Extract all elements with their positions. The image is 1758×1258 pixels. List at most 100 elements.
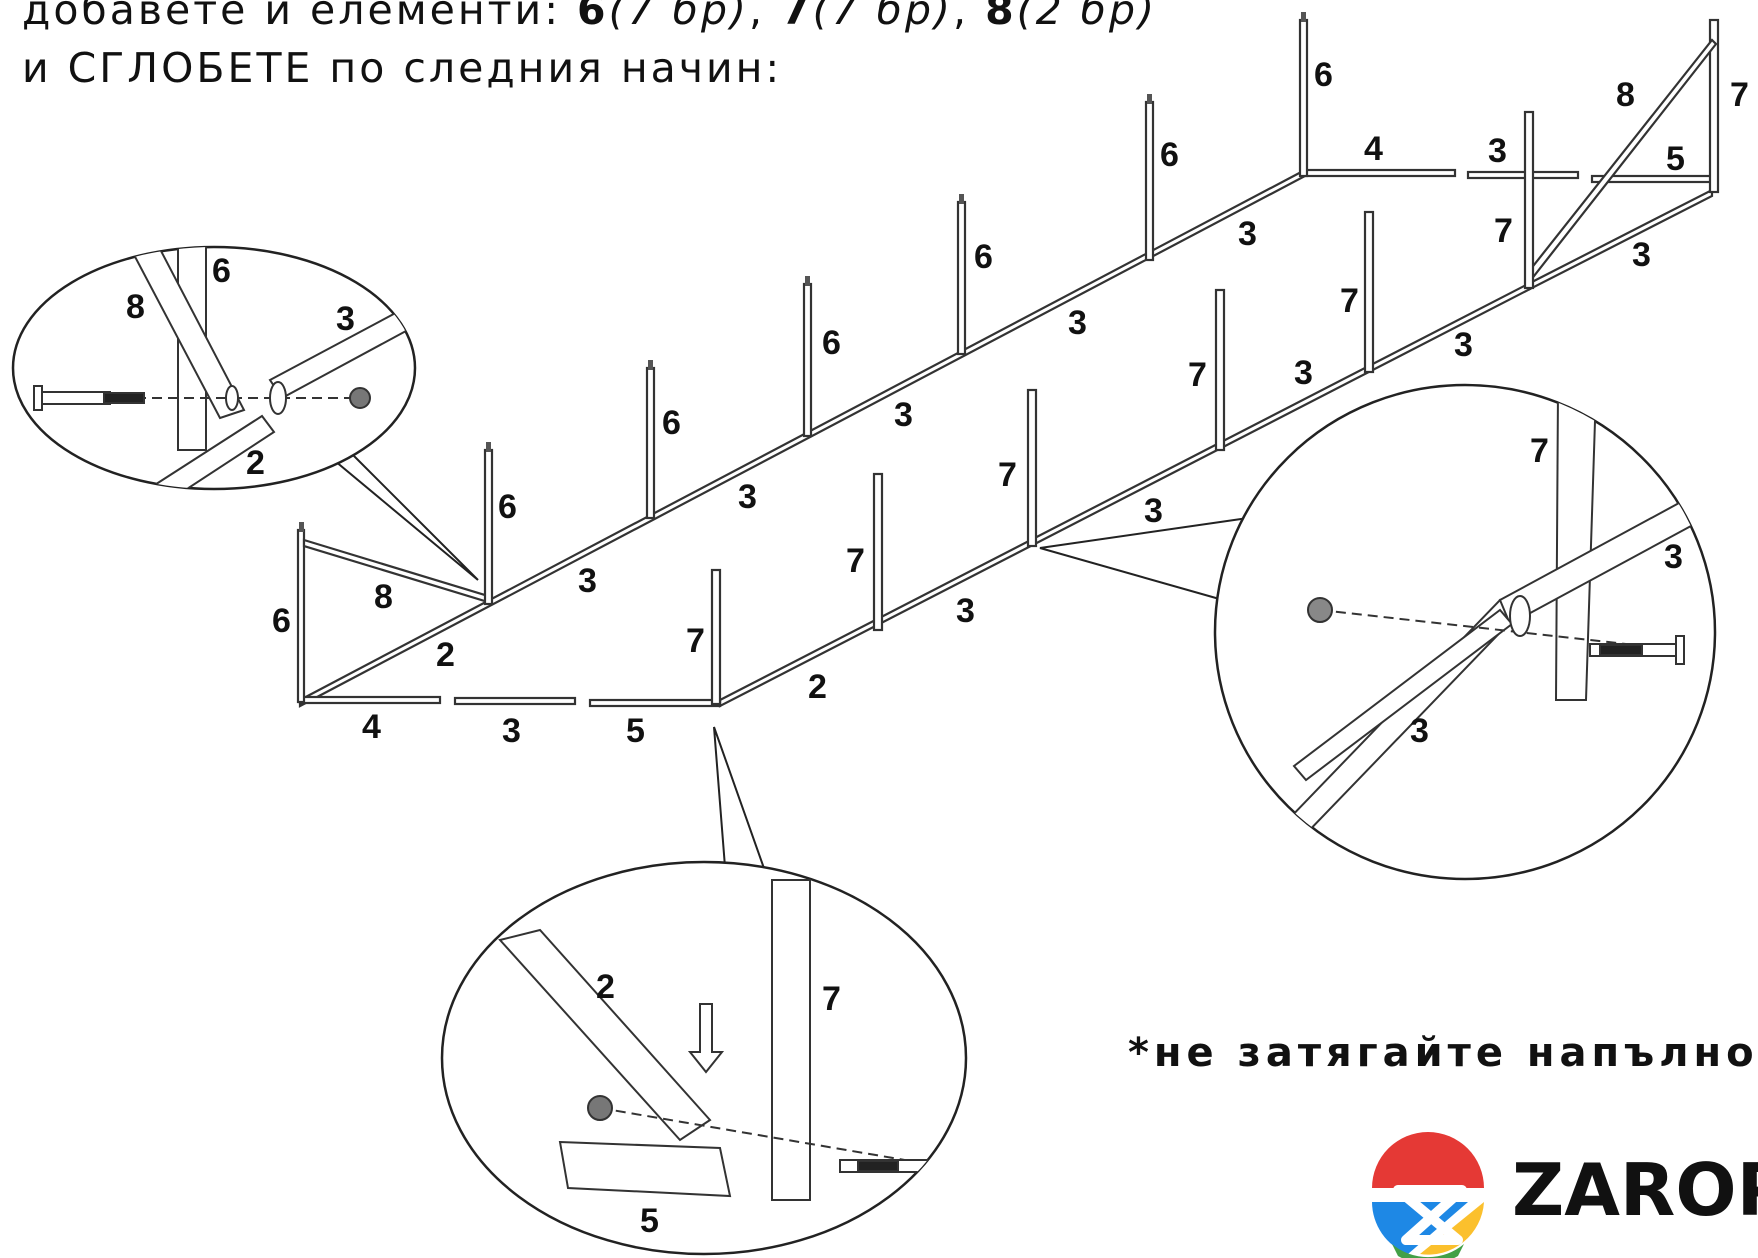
part-label: 5 — [640, 1202, 659, 1240]
part-8-ref: 8 — [985, 0, 1017, 34]
uprights-6 — [483, 18, 1309, 606]
brand-name: ZAROPC — [1512, 1148, 1758, 1232]
upright-7 — [1026, 388, 1038, 548]
upright-7 — [1523, 110, 1535, 290]
brace-8-left — [302, 538, 490, 604]
brand-logo-icon — [1372, 1132, 1484, 1258]
part-label: 5 — [626, 712, 645, 750]
part-label: 3 — [1454, 326, 1473, 364]
part-label: 2 — [808, 668, 827, 706]
separator: , — [749, 0, 782, 34]
washer — [225, 385, 239, 411]
part-label: 7 — [1730, 76, 1749, 114]
part-label: 6 — [212, 252, 231, 290]
detail-tube-2 — [148, 414, 276, 489]
part-label: 7 — [1494, 212, 1513, 250]
part-label: 7 — [1340, 282, 1359, 320]
upright-6 — [956, 200, 967, 356]
detail-upright-7 — [771, 879, 811, 1201]
part-label: 7 — [1530, 432, 1549, 470]
bolt-head — [1675, 635, 1685, 665]
part-label: 7 — [822, 980, 841, 1018]
part-label: 8 — [374, 578, 393, 616]
part-label: 2 — [436, 636, 455, 674]
tube-3-right — [1466, 170, 1580, 180]
part-label: 6 — [498, 488, 517, 526]
upright-6 — [483, 448, 494, 606]
upright-left-6 — [296, 528, 306, 704]
separator: , — [953, 0, 986, 34]
part-label: 7 — [686, 622, 705, 660]
tube-3-left — [453, 696, 577, 706]
upright-6 — [1298, 18, 1309, 178]
tightening-note: *не затягайте напълно — [1128, 1030, 1758, 1076]
part-label: 3 — [738, 478, 757, 516]
tube-4-right — [1303, 168, 1457, 178]
part-8-count: (2 бр) — [1016, 0, 1158, 34]
part-label: 3 — [1488, 132, 1507, 170]
part-label: 7 — [846, 542, 865, 580]
part-label: 4 — [362, 708, 381, 746]
part-label: 5 — [1666, 140, 1685, 178]
nut — [587, 1095, 613, 1121]
part-label: 3 — [1294, 354, 1313, 392]
down-arrow — [687, 1003, 725, 1074]
bolt-shaft — [39, 391, 111, 405]
nut — [349, 387, 371, 409]
part-label: 3 — [894, 396, 913, 434]
part-label: 3 — [1068, 304, 1087, 342]
part-label: 3 — [1632, 236, 1651, 274]
part-label: 4 — [1364, 130, 1383, 168]
part-label: 6 — [1314, 56, 1333, 94]
upright-6 — [645, 366, 656, 520]
part-label: 3 — [336, 300, 355, 338]
part-label: 3 — [1238, 215, 1257, 253]
part-label: 8 — [126, 288, 145, 326]
instruction-prefix: добавете и елементи: — [22, 0, 578, 34]
part-label: 3 — [502, 712, 521, 750]
part-6-count: (7 бр) — [608, 0, 749, 34]
part-label: 3 — [578, 562, 597, 600]
upright-7 — [1214, 288, 1226, 452]
part-label: 2 — [246, 444, 265, 482]
nut — [1307, 597, 1333, 623]
detail-callout-bottom: 2 7 5 — [440, 860, 968, 1256]
part-label: 6 — [1160, 136, 1179, 174]
callout-pointers — [304, 435, 1249, 923]
part-label: 3 — [1664, 538, 1683, 576]
upright-tips — [299, 12, 1306, 532]
detail-tube-2 — [498, 928, 712, 1142]
part-label: 6 — [662, 404, 681, 442]
bolt-thread — [103, 392, 145, 404]
back-rail — [298, 168, 1307, 708]
detail-tube-5 — [558, 1140, 732, 1198]
instruction-line-1: добавете и елементи: 6(7 бр), 7(7 бр), 8… — [22, 0, 1157, 34]
upright-right-7 — [1708, 18, 1720, 194]
upright-7 — [1363, 210, 1375, 374]
part-label: 2 — [596, 968, 615, 1006]
part-7-count: (7 бр) — [812, 0, 954, 34]
detail-brace-8 — [120, 247, 246, 420]
bolt-head — [935, 1151, 945, 1181]
part-7-ref: 7 — [781, 0, 813, 34]
tube-end — [269, 381, 287, 415]
detail-callout-right: 7 3 3 — [1213, 383, 1717, 881]
uprights-7 — [710, 110, 1535, 706]
upright-6 — [802, 282, 813, 438]
part-label: 6 — [822, 324, 841, 362]
part-label: 3 — [956, 592, 975, 630]
frame-tubes — [296, 18, 1720, 708]
tube-end — [1509, 595, 1531, 637]
bolt-head — [33, 385, 43, 411]
bolt-thread — [1599, 644, 1643, 656]
frame-labels: 6 8 2 4 3 5 6 3 6 3 6 3 6 3 6 3 6 4 3 8 … — [272, 56, 1749, 750]
part-label: 8 — [1616, 76, 1635, 114]
part-label: 3 — [1410, 712, 1429, 750]
upright-7 — [710, 568, 722, 706]
part-label: 3 — [1144, 492, 1163, 530]
tube-5-left — [588, 698, 722, 708]
upright-6 — [1144, 100, 1155, 262]
tube-4-left — [298, 695, 442, 705]
part-label: 6 — [272, 602, 291, 640]
